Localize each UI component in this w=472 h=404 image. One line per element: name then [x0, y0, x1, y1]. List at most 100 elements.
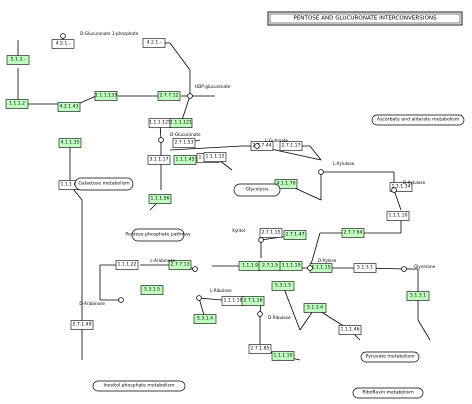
enzyme-box[interactable]: 2.7.1.5 — [258, 261, 282, 271]
enzyme-box[interactable]: 1.1.1.34 — [389, 182, 413, 192]
enzyme-box[interactable]: 5.3.1.5 — [271, 281, 295, 291]
pathway-label: Pentose phosphate pathway — [125, 232, 190, 238]
compound-node[interactable] — [257, 311, 263, 317]
enzyme-box[interactable]: 2.7.1.17 — [279, 141, 303, 151]
reaction-line — [309, 232, 321, 269]
enzyme-box[interactable]: 1.1.1.125 — [148, 118, 172, 128]
enzyme-box[interactable]: 3.1.1.19 — [279, 261, 303, 271]
enzyme-box[interactable]: 5.1.3.1 — [353, 263, 377, 273]
pathway-link[interactable]: Pyruvate metabolism — [360, 351, 420, 363]
compound-label: D-Ribulose — [268, 315, 291, 320]
enzyme-label: 1.1.1.2 — [9, 101, 25, 107]
enzyme-box[interactable]: 1.1.1.18 — [221, 296, 245, 306]
enzyme-box[interactable]: 1.1.1.12 — [203, 152, 227, 162]
reaction-line — [393, 189, 402, 211]
pathway-link[interactable]: Inositol phosphate metabolism — [92, 380, 186, 392]
pathway-link[interactable]: Pentose phosphate pathway — [125, 228, 191, 242]
enzyme-label: 5.1.3.1 — [357, 265, 373, 271]
compound-node[interactable] — [307, 265, 313, 271]
compound-label: D-Glucuronate 1-phosphate — [80, 31, 139, 36]
compound-label: D-Xylose — [318, 258, 337, 263]
enzyme-label: 2.7.1.53 — [175, 140, 194, 146]
reaction-line — [282, 285, 301, 331]
enzyme-label: 1.1.1.10 — [274, 353, 293, 359]
enzyme-box[interactable]: 1.1.1.56 — [148, 194, 172, 204]
pathway-label: Glycolysis — [246, 187, 270, 193]
pathway-link[interactable]: Riboflavin metabolism — [352, 387, 424, 399]
compound-node[interactable] — [196, 295, 202, 301]
enzyme-box[interactable]: 2.7.1.49 — [70, 320, 94, 330]
enzyme-box[interactable]: 4.2.1.- — [51, 39, 75, 49]
compound-label: Xylitol — [232, 228, 245, 233]
enzyme-box[interactable]: 1.1.1.121 — [169, 118, 193, 128]
enzyme-box[interactable]: 1.1.1.22 — [115, 260, 139, 270]
enzyme-box[interactable]: 2.7.1.16 — [241, 296, 265, 306]
enzyme-box[interactable]: 5.3.1.4 — [193, 314, 217, 324]
compound-node[interactable] — [391, 187, 397, 193]
enzyme-box[interactable]: 3.1.1.17 — [147, 155, 171, 165]
reaction-line — [169, 42, 191, 71]
enzyme-box[interactable]: 4.1.1.35 — [58, 138, 82, 148]
enzyme-label: 2.7.7.13 — [171, 262, 190, 268]
enzyme-box[interactable]: 1.1.1.10 — [386, 211, 410, 221]
enzyme-box[interactable]: 1.1.1.9 — [238, 261, 262, 271]
compound-node[interactable] — [258, 237, 264, 243]
enzyme-label: 4.2.1.- — [56, 41, 71, 47]
enzyme-box[interactable]: 1.1.1.46 — [338, 325, 362, 335]
compound-label: L-Ribulose — [210, 288, 232, 293]
compound-node[interactable] — [187, 93, 193, 99]
enzyme-box[interactable]: 5.1.3.1 — [406, 291, 430, 301]
pathway-link[interactable]: Glycolysis — [233, 183, 281, 197]
compound-node[interactable] — [60, 33, 66, 39]
enzyme-box[interactable]: 2.7.1.47 — [283, 230, 307, 240]
pathway-link[interactable]: Ascorbate and aldarate metabolism — [371, 114, 465, 126]
pathway-label: Riboflavin metabolism — [362, 390, 414, 396]
enzyme-label: 2.7.1.47 — [286, 232, 305, 238]
enzyme-box[interactable]: 1.1.1.10 — [271, 351, 295, 361]
pathway-link[interactable]: Galactose metabolism — [74, 177, 134, 191]
enzyme-box[interactable]: 1.1.1.133 — [94, 91, 118, 101]
enzyme-label: 5.3.1.5 — [275, 283, 291, 289]
enzyme-label: 1.1.1.9 — [242, 263, 258, 269]
enzyme-box[interactable]: 5.1.3.- — [6, 55, 30, 65]
compound-node[interactable] — [192, 266, 198, 272]
enzyme-box[interactable]: 2.7.7.44 — [250, 141, 274, 151]
enzyme-box[interactable]: 2.7.7.12 — [157, 91, 181, 101]
compound-label: L-Xylulose — [333, 161, 355, 166]
reaction-line — [309, 145, 322, 161]
enzyme-box[interactable]: 2.7.7.13 — [168, 260, 192, 270]
enzyme-box[interactable]: 2.7.1.85 — [248, 344, 272, 354]
pathway-links[interactable]: Ascorbate and aldarate metabolismPentose… — [74, 114, 465, 399]
compound-node[interactable] — [158, 137, 164, 143]
compound-node[interactable] — [254, 143, 260, 149]
pathway-label: Pyruvate metabolism — [366, 354, 415, 360]
enzyme-box[interactable]: 1.1.1.45 — [173, 155, 197, 165]
enzyme-label: 5.1.3.1 — [410, 293, 426, 299]
enzyme-box[interactable]: 2.7.7.64 — [341, 228, 365, 238]
enzyme-label: 1.1.1.12 — [206, 154, 225, 160]
compound-node[interactable] — [318, 169, 324, 175]
enzyme-label: 2.7.1.49 — [73, 322, 92, 328]
enzyme-boxes[interactable]: 4.2.1.- 5.1.3.- 1.1.1.2 4.2.1.43 4.2.1.- 1.1.… — [5, 38, 430, 361]
compound-nodes[interactable]: D-Glucuronate 1-phosphateUDP-glucuronate… — [60, 31, 436, 320]
pathway-label: Ascorbate and aldarate metabolism — [377, 117, 460, 123]
enzyme-label: 1.1.1.121 — [170, 120, 192, 126]
enzyme-box[interactable]: 2.7.1.15 — [259, 228, 283, 238]
enzyme-box[interactable]: 1.1.1.15 — [309, 263, 333, 273]
enzyme-box[interactable]: 5.3.1.5 — [140, 285, 164, 295]
enzyme-label: 1.1.1.34 — [392, 184, 411, 190]
enzyme-label: 1.1.1.10 — [389, 213, 408, 219]
enzyme-label: 5.1.3.4 — [307, 305, 323, 311]
enzyme-box[interactable]: 1.1.1.2 — [5, 99, 29, 109]
title-box: PENTOSE AND GLUCURONATE INTERCONVERSIONS — [267, 11, 463, 26]
enzyme-box[interactable]: 5.1.3.4 — [303, 303, 327, 313]
enzyme-label: 1.1.1.18 — [224, 298, 243, 304]
enzyme-box[interactable]: 4.2.1.43 — [57, 102, 81, 112]
compound-node[interactable] — [118, 297, 124, 303]
enzyme-box[interactable]: 2.7.1.53 — [172, 138, 196, 148]
compound-node[interactable] — [401, 266, 407, 272]
enzyme-label: 2.7.7.64 — [344, 230, 363, 236]
enzyme-label: 1.1.1.45 — [176, 157, 195, 163]
enzyme-box[interactable]: 4.2.1.- — [142, 38, 166, 48]
